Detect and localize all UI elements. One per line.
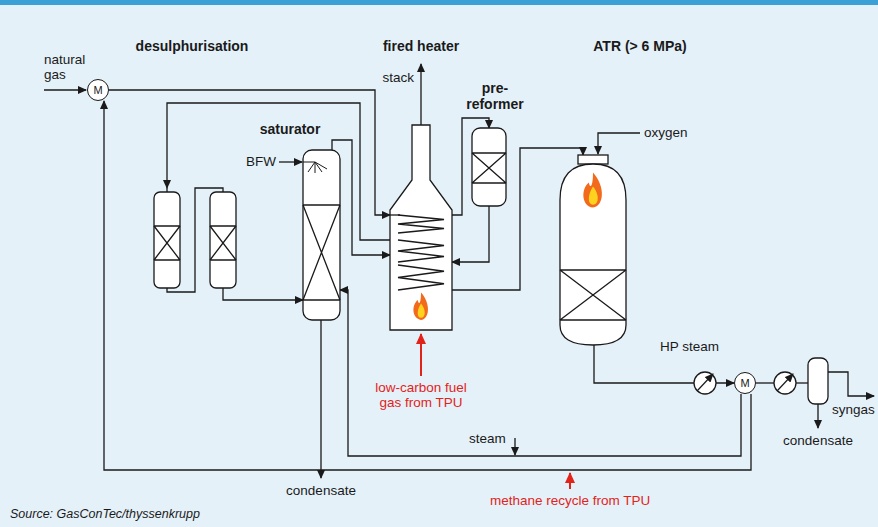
pipe <box>756 382 774 383</box>
drawing-part <box>398 215 444 233</box>
drawing-part <box>697 374 713 391</box>
process-line <box>167 103 390 240</box>
stream-label: steam <box>469 431 506 446</box>
drawing-part <box>583 173 602 208</box>
condensate-line <box>320 320 321 478</box>
separator-drum <box>808 358 828 404</box>
stream-label: condensate <box>783 433 853 448</box>
process-line <box>104 101 751 470</box>
drawing-part <box>390 125 452 330</box>
product-label: syngas <box>832 402 875 417</box>
drawing-part <box>774 372 796 394</box>
drawing-part <box>578 155 608 164</box>
stack-arrow <box>420 64 421 125</box>
cooler <box>774 372 796 394</box>
process-line <box>109 90 390 215</box>
oxygen-line <box>598 133 640 154</box>
natural-gas-line <box>44 89 86 90</box>
stream-label: stack <box>382 70 414 85</box>
drawing-part <box>154 226 180 260</box>
stream-label: condensate <box>286 483 356 498</box>
drawing-part <box>167 188 223 292</box>
drawing-part <box>398 265 444 290</box>
drawing-part <box>418 303 425 317</box>
drawing-part <box>44 64 874 478</box>
saturator-column: saturator <box>303 150 340 320</box>
drawing-part <box>303 150 340 320</box>
steam-arrow <box>514 438 515 455</box>
steam-cooler <box>694 372 716 394</box>
heat-exchanger: M <box>87 79 109 101</box>
drawing-part <box>413 292 428 320</box>
equipment-outline <box>472 128 506 206</box>
methane-recycle-arrow <box>569 473 571 489</box>
drawing-part <box>210 192 236 288</box>
drawing-part <box>303 205 340 300</box>
heat-exchanger: M <box>734 372 756 394</box>
equipment-heading: pre-reformer <box>462 80 528 112</box>
condensate-line <box>817 404 818 428</box>
drawing-part <box>303 162 327 173</box>
drawing-part <box>398 240 444 262</box>
source-caption: Source: GasConTec/thyssenkrupp <box>10 507 200 522</box>
fuel-gas-note: low-carbon fuel gas from TPU <box>369 380 473 410</box>
stream-label: oxygen <box>644 125 688 140</box>
recycle-note: methane recycle from TPU <box>490 493 650 508</box>
bfw-line <box>279 161 302 162</box>
drawing-part <box>589 187 598 205</box>
fired-heater: fired heater <box>390 125 452 330</box>
drawing-part <box>560 270 626 320</box>
equipment-outline <box>303 150 340 320</box>
equipment-outline <box>558 155 628 345</box>
drawing-part <box>210 226 236 260</box>
process-line <box>332 140 390 255</box>
pipe <box>796 382 808 383</box>
exchanger-symbol: M <box>93 85 102 96</box>
stream-label: HP steam <box>660 339 719 354</box>
drawing-part <box>777 374 793 391</box>
equipment-heading: ATR (> 6 MPa) <box>593 38 686 54</box>
fuel-gas-arrow <box>420 334 422 376</box>
syngas-line <box>828 372 874 396</box>
equipment-outline <box>150 188 240 292</box>
stream-label: BFW <box>246 154 276 169</box>
equipment-heading: saturator <box>260 121 321 137</box>
equipment-heading: desulphurisation <box>136 38 249 54</box>
equipment-outline <box>390 125 452 330</box>
drawing-part <box>472 153 506 183</box>
drawing-part <box>472 128 506 206</box>
exchanger-symbol: M <box>740 378 749 389</box>
equipment-heading: fired heater <box>383 38 459 54</box>
process-line <box>223 292 303 300</box>
process-line <box>452 206 489 262</box>
drawing-part <box>154 192 180 288</box>
header-bar <box>0 0 878 5</box>
pre-reformer-vessel: pre-reformer <box>472 128 506 206</box>
drawing-part <box>560 164 626 345</box>
drawing-part <box>694 372 716 394</box>
desulphurisation-vessels: desulphurisation <box>150 188 240 292</box>
stream-label: natural gas <box>44 52 96 82</box>
atr-reactor: ATR (> 6 MPa) <box>558 155 628 345</box>
